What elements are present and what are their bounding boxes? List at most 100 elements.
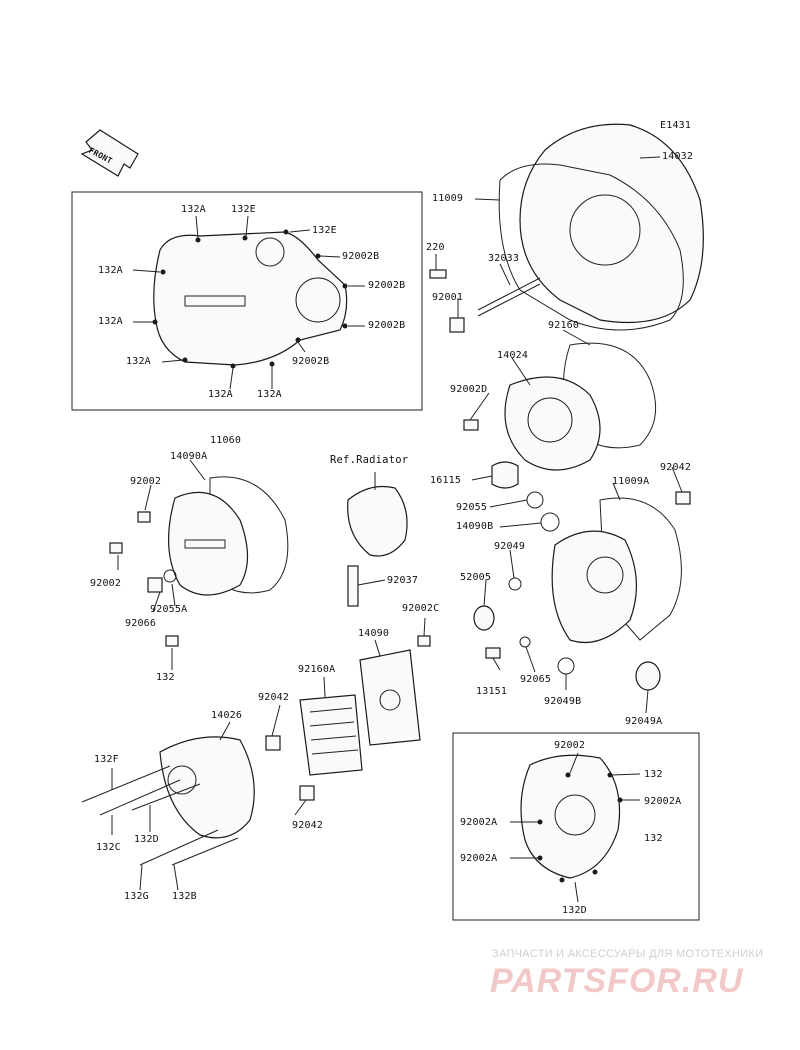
bracket-92037 — [347, 565, 359, 607]
bolt-132-a — [165, 635, 179, 647]
label-92002a: 92002A — [644, 796, 682, 807]
bolt-92002-b — [109, 542, 123, 554]
label-11009: 11009 — [432, 193, 464, 204]
label-132f: 132F — [94, 754, 119, 765]
collar-92042-b — [265, 735, 281, 751]
label-132e: 132E — [312, 225, 337, 236]
label-132d: 132D — [562, 905, 587, 916]
label-14024: 14024 — [497, 350, 529, 361]
label-132a: 132A — [98, 265, 123, 276]
long-bolts — [81, 765, 239, 866]
ref-radiator-label: Ref.Radiator — [330, 454, 409, 466]
watermark-tagline: ЗАПЧАСТИ И АКСЕССУАРЫ ДЛЯ МОТОТЕХНИКИ — [492, 948, 764, 960]
oring-92065 — [519, 636, 531, 648]
gasket-11060 — [209, 476, 289, 594]
cover-14026 — [159, 736, 255, 839]
label-132d: 132D — [134, 834, 159, 845]
label-92001: 92001 — [432, 292, 464, 303]
clutch-cover-slot — [184, 295, 246, 307]
oil-pump-cover-bolt-dots — [537, 772, 623, 883]
label-92002a: 92002A — [460, 817, 498, 828]
label-92055: 92055 — [456, 502, 488, 513]
label-92049: 92049 — [494, 541, 526, 552]
clutch-cover-box — [71, 191, 423, 411]
label-92037: 92037 — [387, 575, 419, 586]
leader-lines — [111, 156, 683, 903]
collar-92042-a — [675, 491, 691, 505]
gasket-92160A — [299, 694, 363, 776]
bolt-220 — [429, 269, 447, 279]
label-92042: 92042 — [292, 820, 324, 831]
cover-14024 — [504, 376, 601, 471]
label-132: 132 — [644, 769, 663, 780]
bolt-92002-a — [137, 511, 151, 523]
label-92002c: 92002C — [402, 603, 440, 614]
label-13151: 13151 — [476, 686, 508, 697]
label-132a: 132A — [208, 389, 233, 400]
pump-body — [347, 485, 408, 557]
gasket-11009 — [498, 163, 684, 331]
washer-92049 — [508, 577, 522, 591]
label-132a: 132A — [98, 316, 123, 327]
label-32033: 32033 — [488, 253, 520, 264]
label-92049a: 92049A — [625, 716, 663, 727]
bolt-32033 — [477, 277, 541, 311]
label-92066: 92066 — [125, 618, 157, 629]
label-11060: 11060 — [210, 435, 242, 446]
cap-16115 — [491, 461, 519, 489]
label-14026: 14026 — [211, 710, 243, 721]
label-92002: 92002 — [554, 740, 586, 751]
label-14032: 14032 — [662, 151, 694, 162]
label-92002b: 92002B — [368, 320, 406, 331]
label-92002: 92002 — [90, 578, 122, 589]
label-92065: 92065 — [520, 674, 552, 685]
plug-92001 — [449, 317, 465, 333]
label-92002a: 92002A — [460, 853, 498, 864]
plate-14090 — [359, 649, 421, 746]
label-11009a: 11009A — [612, 476, 650, 487]
front-arrow-icon — [80, 129, 139, 177]
oil-pump-cover-box — [452, 732, 700, 921]
oil-seal-52005 — [473, 605, 495, 631]
label-92002b: 92002B — [292, 356, 330, 367]
oring-92055A — [163, 569, 177, 583]
seal-14090B — [540, 512, 560, 532]
label-132e: 132E — [231, 204, 256, 215]
label-92002d: 92002D — [450, 384, 488, 395]
washer-92049B — [557, 657, 575, 675]
label-132a: 132A — [257, 389, 282, 400]
label-52005: 52005 — [460, 572, 492, 583]
clutch-cover-bolt-dots — [152, 229, 348, 369]
plug-92066 — [147, 577, 163, 593]
bolt-92002D — [463, 419, 479, 431]
oring-92055 — [526, 491, 544, 509]
oil-seal-92049A — [635, 661, 661, 691]
label-92049b: 92049B — [544, 696, 582, 707]
oil-pump-cover — [520, 754, 621, 879]
label-92055a: 92055A — [150, 604, 188, 615]
cover-14090A — [168, 491, 249, 596]
collar-92042-c — [299, 785, 315, 801]
label-132c: 132C — [96, 842, 121, 853]
label-14090b: 14090B — [456, 521, 494, 532]
clutch-cover-boss-right — [295, 277, 341, 323]
label-14090: 14090 — [358, 628, 390, 639]
label-92002b: 92002B — [368, 280, 406, 291]
watermark-logo: PARTSFOR.RU — [490, 962, 744, 1000]
label-132g: 132G — [124, 891, 149, 902]
clutch-cover — [153, 231, 348, 366]
label-92002: 92002 — [130, 476, 162, 487]
label-16115: 16115 — [430, 475, 462, 486]
label-220: 220 — [426, 242, 445, 253]
clutch-cover-boss-top — [255, 237, 285, 267]
bolt-92002C — [417, 635, 431, 647]
label-132: 132 — [644, 833, 663, 844]
screw-13151 — [485, 647, 501, 659]
label-92042: 92042 — [258, 692, 290, 703]
label-92002b: 92002B — [342, 251, 380, 262]
label-92042: 92042 — [660, 462, 692, 473]
cover-right-middle — [551, 530, 637, 644]
diagram-code: E1431 — [660, 120, 692, 131]
